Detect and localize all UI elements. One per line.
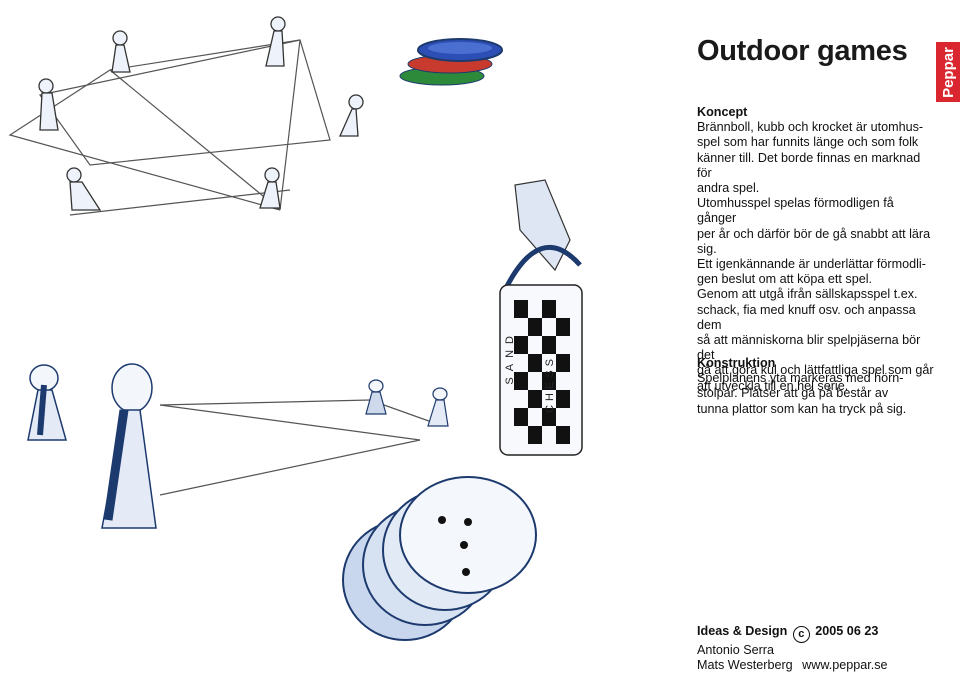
construction-section: Konstruktion Spelplanens yta markeras me… [697,356,935,417]
credits-block: Ideas & Design c 2005 06 23 Antonio Serr… [697,624,888,673]
concept-line: så att människorna blir spelpjäserna bör… [697,333,921,363]
credits-label: Ideas & Design [697,624,788,638]
brand-tab: Peppar [936,42,960,102]
figure-big-center [101,363,157,529]
author-1: Antonio Serra [697,643,775,657]
copyright-icon: c [792,626,810,643]
bag-label-sand: SAND [504,330,516,385]
sketch-illustration [8,16,583,641]
construction-line: stolpar. Platser att gå på består av [697,386,889,401]
stacked-plates [342,476,537,641]
concept-line: schack, fia med knuff osv. och anpassa d… [697,302,916,332]
page-title: Outdoor games [697,35,908,67]
figure-bottom-left [66,167,102,211]
author-2: Mats Westerberg [697,658,793,673]
figure-big-left [27,364,67,441]
construction-body: Spelplanens yta markeras med hörn- stolp… [697,371,935,417]
bottom-field-lines [159,399,441,496]
figure-left [38,78,59,131]
concept-line: att utveckla till en hel serie. [697,378,849,393]
construction-line: Spelplanens yta markeras med hörn- [697,371,904,386]
concept-line: spel som har funnits länge och som folk [697,135,919,150]
credits-date: 2005 06 23 [815,624,879,638]
author-2-row: Mats Westerberg www.peppar.se [697,658,888,673]
concept-line: Genom att utgå ifrån sällskapsspel t.ex. [697,287,918,302]
website-link[interactable]: www.peppar.se [802,658,888,673]
construction-line: tunna plattor som kan ha tryck på sig. [697,401,907,416]
brand-label: Peppar [939,46,957,98]
figure-small-b [427,387,449,427]
concept-line: Ett igenkännande är underlättar förmodli… [697,257,926,272]
bag-label-chess: CHESS [544,355,556,413]
concept-line: per år och därför bör de gå snabbt att l… [697,226,931,241]
figure-small-a [365,379,387,415]
figure-right [338,94,364,137]
concept-line: sig. [697,241,717,256]
concept-body: Brännboll, kubb och krocket är utomhus- … [697,120,935,394]
concept-line: Brännboll, kubb och krocket är utomhus- [697,120,924,135]
illustration-area: SAND CHESS [8,16,583,641]
sand-chess-bag [499,179,583,456]
star-field-lines [8,39,331,216]
concept-line: andra spel. [697,181,760,196]
concept-section: Koncept Brännboll, kubb och krocket är u… [697,105,935,394]
figure-top-left [111,30,131,73]
concept-line: känner till. Det borde finnas en marknad… [697,150,921,180]
big-figures [27,363,449,529]
concept-line: Utomhusspel spelas förmodligen få gånger [697,196,894,226]
star-figures [38,16,364,211]
credits-header: Ideas & Design c 2005 06 23 [697,624,888,643]
concept-line: gå att göra kul och lättfattliga spel so… [697,363,934,378]
concept-line: gen beslut om att köpa ett spel. [697,272,873,287]
concept-heading: Koncept [697,105,748,119]
colored-discs [399,38,503,86]
construction-heading: Konstruktion [697,356,776,370]
figure-top-right [265,16,286,67]
figure-bottom-right [259,167,281,209]
